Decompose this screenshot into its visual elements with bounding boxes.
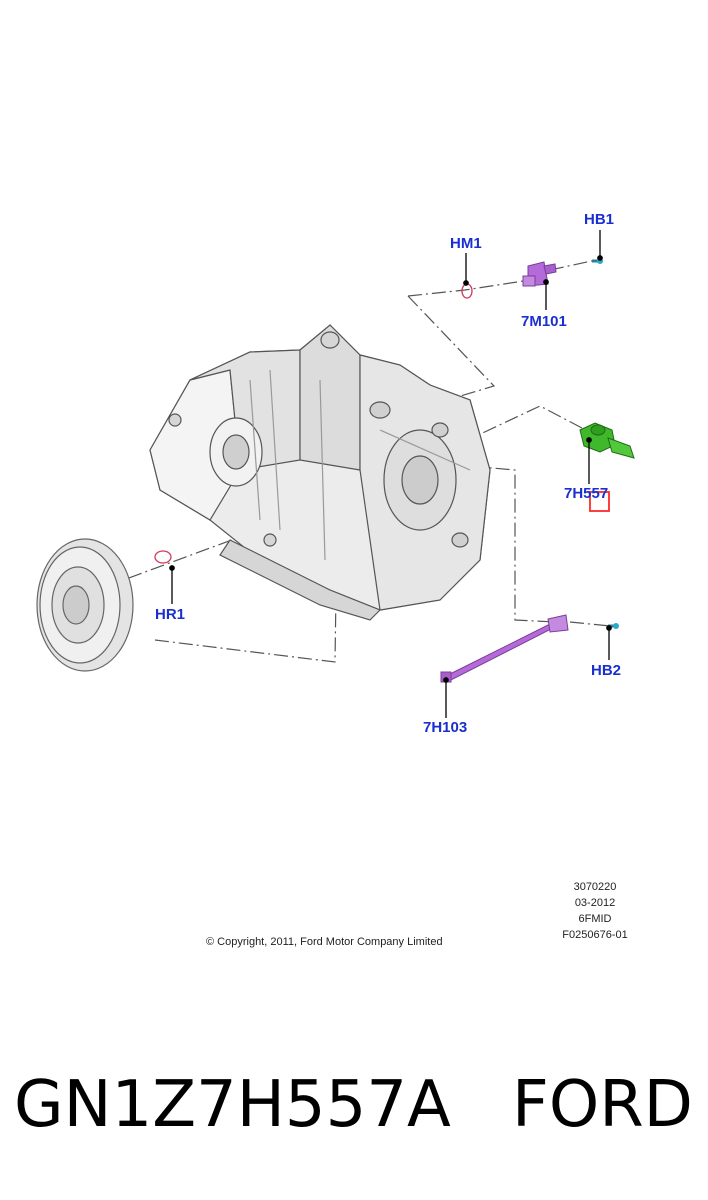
part-7m101 [522,261,557,287]
part-number-caption: GN1Z7H557A [14,1068,451,1142]
callout-leaders [169,230,612,718]
meta-line: 3070220 [573,881,617,893]
callout-hb1: HB1 [584,211,615,228]
callout-hb2: HB2 [591,662,622,679]
callout-hm1: HM1 [450,235,482,252]
meta-line: 03-2012 [574,897,616,909]
transmission-housing [149,324,491,621]
highlight-box [589,491,610,512]
torque-converter [36,538,134,672]
seal-ring-hr1 [154,550,172,564]
callout-7h103: 7H103 [423,719,468,736]
brand-caption: FORD [512,1068,693,1142]
callout-7m101: 7M101 [521,313,567,330]
callout-hr1: HR1 [155,606,186,623]
meta-line: 6FMID [578,913,612,925]
copyright-notice: © Copyright, 2011, Ford Motor Company Li… [206,936,443,948]
meta-line: F0250676-01 [562,929,628,941]
exploded-parts-diagram [36,230,635,718]
part-7h103-rod [440,614,569,683]
drawing-metadata: 3070220 03-2012 6FMID F0250676-01 [540,879,650,943]
callout-7h557: 7H557 [564,485,609,502]
o-ring-hm1 [461,283,473,299]
